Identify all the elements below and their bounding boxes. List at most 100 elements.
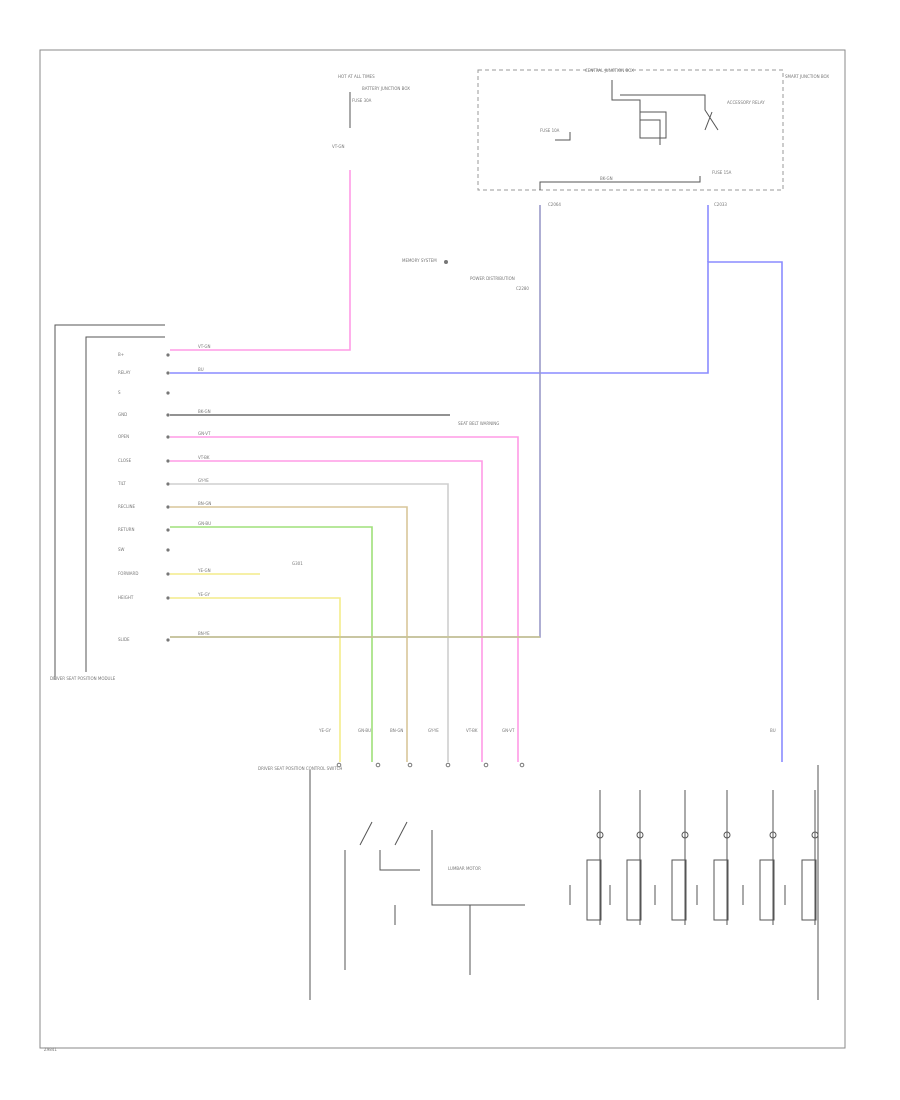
wire-close <box>170 460 483 762</box>
bus-wire-label: BK-GN <box>600 176 613 181</box>
wire-label-top-bplus: VT-GN <box>332 144 345 149</box>
pin-terminal-11 <box>166 596 170 600</box>
pin-label-8: RETURN <box>118 527 134 532</box>
motor-body-0-icon <box>586 859 602 921</box>
diagram-frame <box>39 49 846 1049</box>
motor-terminal-2 <box>681 831 689 839</box>
pin-terminal-2 <box>166 391 170 395</box>
pin-terminal-3 <box>166 413 170 417</box>
switch-contact-1-icon <box>359 821 373 846</box>
motor-terminal-3 <box>723 831 731 839</box>
pin-label-12: SLIDE <box>118 637 130 642</box>
pin-label-2: S <box>118 390 121 395</box>
pin-terminal-1 <box>166 371 170 375</box>
pin-label-1: RELAY <box>118 370 131 375</box>
pin-terminal-12 <box>166 638 170 642</box>
drop-label-2: BN-GN <box>390 728 403 733</box>
pin-label-0: B+ <box>118 352 124 357</box>
motor-body-4-icon <box>759 859 775 921</box>
wire-bplus <box>170 170 351 351</box>
wire-open-label: GN-VT <box>198 431 211 436</box>
wire-open <box>170 436 519 762</box>
connector-c3-label: C2280 <box>516 286 529 291</box>
wire-recline <box>170 506 408 762</box>
wire-slide-label: BN-YE <box>198 631 210 636</box>
motor-body-1-icon <box>626 859 642 921</box>
wire-gnd-label: BK-GN <box>198 409 211 414</box>
wire-relay-label: BU <box>198 367 204 372</box>
pin-label-group: B+ RELAY S GND OPEN CLOSE TILT RECLINE RETURN SW F… <box>117 352 170 642</box>
pin-label-7: RECLINE <box>118 504 136 509</box>
seat-module-outline-outer <box>54 324 165 680</box>
pin-label-4: OPEN <box>118 434 129 439</box>
drop-label-0: YE-GY <box>318 728 331 733</box>
lumbar-motor-label: LUMBAR MOTOR <box>448 866 481 871</box>
pin-terminal-4 <box>166 435 170 439</box>
memory-ref-icon <box>444 260 448 264</box>
pin-label-3: GND <box>118 412 127 417</box>
seat-module-label: DRIVER SEAT POSITION MODULE <box>50 676 116 681</box>
connector-label-1: C2064 <box>548 202 561 207</box>
relay-wire-2 <box>620 94 719 131</box>
control-switch-label: DRIVER SEAT POSITION CONTROL SWITCH <box>258 766 342 771</box>
pin-label-11: HEIGHT <box>118 595 134 600</box>
drop-label-1: GN-BU <box>358 728 371 733</box>
power-distribution-label: POWER DISTRIBUTION <box>470 276 515 281</box>
fuse-label-3: FUSE 30A <box>352 98 372 103</box>
wire-recline-label: BN-GN <box>198 501 211 506</box>
pin-label-5: CLOSE <box>118 458 132 463</box>
wire-bplus-label: VT-GN <box>198 344 211 349</box>
control-switch: DRIVER SEAT POSITION CONTROL SWITCH LUMB… <box>258 765 819 1000</box>
memory-ref-label: MEMORY SYSTEM <box>402 258 437 263</box>
wire-return <box>170 526 373 762</box>
drop-label-4: VT-BK <box>466 728 478 733</box>
pin-terminal-8 <box>166 528 170 532</box>
central-junction-box: CENTRAL JUNCTION BOX SMART JUNCTION BOX … <box>477 68 829 207</box>
wire-tilt <box>170 483 449 762</box>
drop-label-3: GY-YE <box>428 728 439 733</box>
drop-terminal-2 <box>407 762 413 768</box>
wire-close-label: VT-BK <box>198 455 210 460</box>
pin-terminal-6 <box>166 482 170 486</box>
switch-link <box>379 850 420 871</box>
pin-terminal-0 <box>166 353 170 357</box>
pin-terminal-7 <box>166 505 170 509</box>
hot-at-all-times-label: HOT AT ALL TIMES <box>338 74 375 79</box>
drop-terminal-0 <box>336 762 342 768</box>
battery-junction-box-label: BATTERY JUNCTION BOX <box>362 86 410 91</box>
seat-module: DRIVER SEAT POSITION MODULE B+ RELAY S GND O… <box>50 324 170 681</box>
relay-switch-icon <box>704 111 713 131</box>
drop-label-relay: BU <box>770 728 776 733</box>
junction-box-outline <box>477 69 784 191</box>
memory-reference: MEMORY SYSTEM POWER DISTRIBUTION <box>402 258 515 281</box>
pin-label-6: TILT <box>117 481 126 486</box>
pin-terminal-10 <box>166 572 170 576</box>
pin-label-10: FORWARD <box>118 571 138 576</box>
motor-group <box>569 790 819 925</box>
motor-terminal-5 <box>811 831 819 839</box>
connector-label-2: C2033 <box>714 202 727 207</box>
relay-wire-1 <box>611 80 661 145</box>
lumbar-bracket <box>431 830 525 906</box>
motor-body-3-icon <box>713 859 729 921</box>
wire-relay <box>170 261 783 762</box>
pin-label-9: SW <box>118 547 125 552</box>
drop-terminal-1 <box>375 762 381 768</box>
wire-height <box>170 597 341 762</box>
switch-contact-2-icon <box>394 821 408 846</box>
motor-body-2-icon <box>671 859 687 921</box>
wire-return-label: GN-BU <box>198 521 211 526</box>
fuse-1-icon <box>555 132 571 141</box>
wire-height-label: YE-GY <box>197 592 210 597</box>
battery-junction-box: HOT AT ALL TIMES BATTERY JUNCTION BOX FU… <box>332 74 410 149</box>
seat-belt-ref-label: SEAT BELT WARNING <box>458 421 499 426</box>
seat-module-outline-inner <box>85 336 165 672</box>
ground-ref-label: G301 <box>292 561 303 566</box>
drop-terminal-5 <box>519 762 525 768</box>
relay-coil-icon <box>639 111 667 139</box>
drop-label-5: GN-VT <box>502 728 515 733</box>
wire-forward-label: YE-GN <box>197 568 211 573</box>
drop-terminal-3 <box>445 762 451 768</box>
wire-tilt-label: GY-YE <box>198 478 209 483</box>
